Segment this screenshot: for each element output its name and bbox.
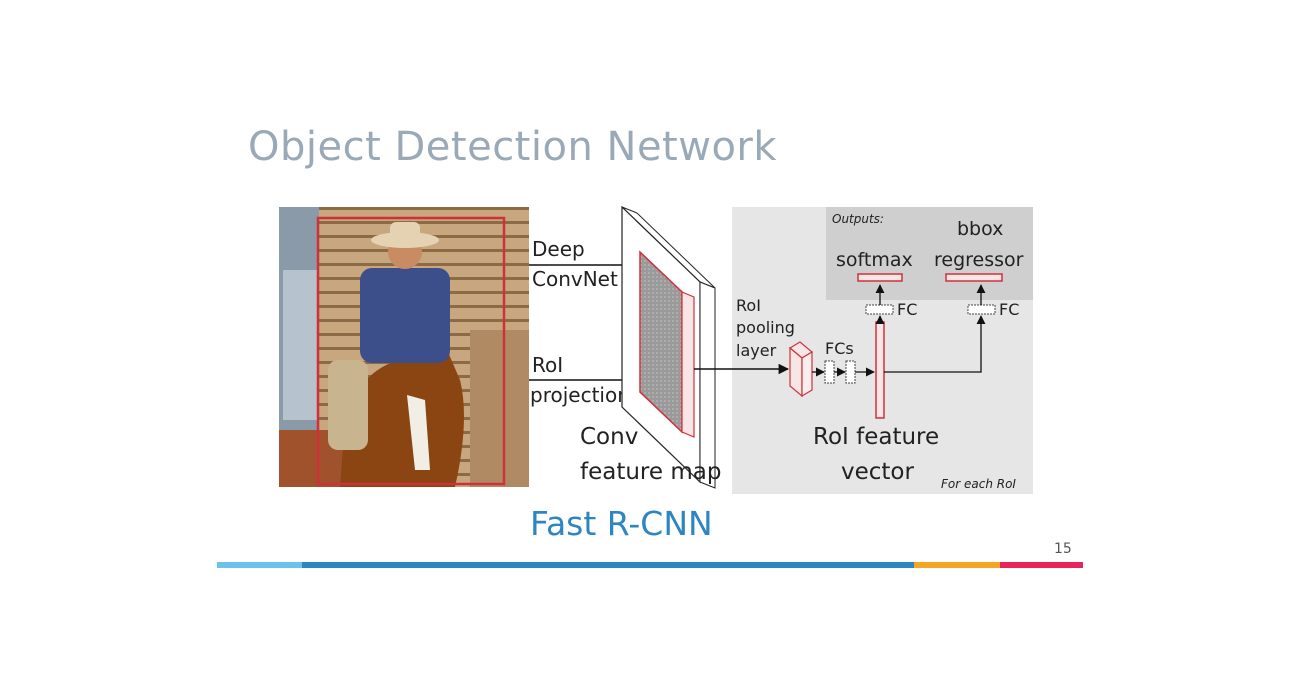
roi-pooled-feature (788, 341, 814, 398)
label-outputs: Outputs: (832, 212, 884, 226)
label-fc-left: FC (897, 300, 917, 319)
fcs-box-1 (824, 360, 835, 384)
roi-bounding-box (316, 216, 506, 486)
label-conv: Conv (580, 424, 638, 450)
footer-color-bar (217, 562, 1083, 568)
label-regressor: regressor (934, 249, 1024, 271)
softmax-output-bar (857, 273, 903, 282)
fc-bbox-box (967, 304, 996, 315)
footer-segment-light-blue (217, 562, 302, 568)
label-deep: Deep (532, 237, 585, 261)
label-roi-pooling-1: RoI (736, 296, 761, 315)
footer-segment-pink (1000, 562, 1083, 568)
input-photo (279, 207, 529, 487)
label-roi: RoI (532, 353, 563, 377)
slide-title: Object Detection Network (248, 124, 778, 170)
label-vector: vector (841, 459, 914, 485)
bbox-regressor-output-bar (945, 273, 1003, 282)
outputs-panel (826, 207, 1033, 300)
label-feature-map: feature map (580, 459, 721, 485)
footer-segment-orange (914, 562, 1000, 568)
label-fc-right: FC (999, 300, 1019, 319)
label-roi-pooling-2: pooling (736, 318, 795, 337)
slide-caption: Fast R-CNN (530, 504, 713, 543)
fcs-box-2 (845, 360, 856, 384)
label-bbox: bbox (957, 218, 1003, 240)
roi-feature-vector (875, 321, 885, 419)
label-for-each-roi: For each RoI (941, 477, 1016, 491)
label-fcs: FCs (825, 339, 854, 358)
arrow-vector-to-fc-bbox (884, 315, 986, 373)
label-convnet: ConvNet (532, 267, 618, 291)
label-roi-pooling-3: layer (736, 341, 777, 360)
label-roi-feature: RoI feature (813, 424, 939, 450)
page-number: 15 (1054, 541, 1072, 557)
conv-feature-map (621, 205, 716, 489)
label-softmax: softmax (836, 249, 913, 271)
fc-softmax-box (865, 304, 894, 315)
footer-segment-blue (302, 562, 914, 568)
label-projection: projection (530, 383, 630, 407)
